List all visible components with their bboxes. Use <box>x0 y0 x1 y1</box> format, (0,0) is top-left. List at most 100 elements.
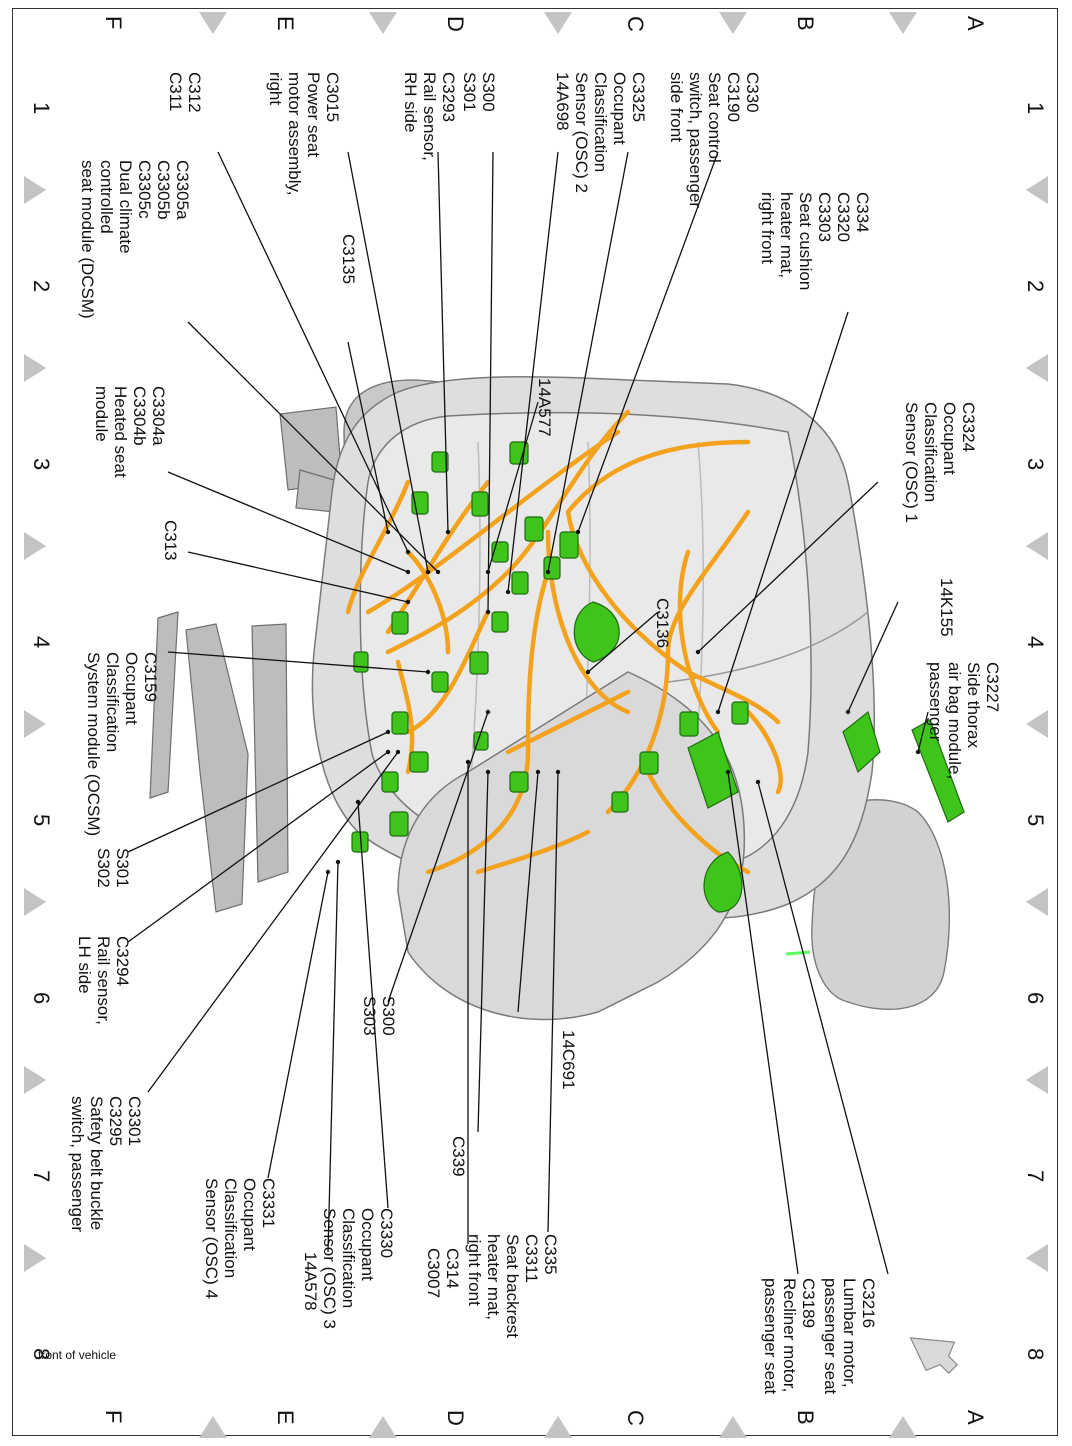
leader-arrowhead <box>445 529 451 535</box>
grid-column-label: 3 <box>29 458 54 471</box>
grid-row-label: B <box>793 1410 818 1425</box>
leader-line <box>577 151 719 533</box>
leader-line <box>167 651 429 673</box>
callout-line: Sensor (OSC) 4 <box>202 1178 221 1299</box>
callout-line: Occupant <box>610 72 629 145</box>
connector <box>524 516 544 542</box>
grid-column-label: 5 <box>29 814 54 827</box>
leader-line <box>487 401 539 573</box>
callout-line: S303 <box>360 996 379 1036</box>
border-tick <box>1026 1244 1048 1272</box>
callout-line: S301 <box>113 848 132 888</box>
callout-line: C334 <box>853 192 872 233</box>
grid-column-label: 4 <box>29 636 54 649</box>
callout-line: Occupant <box>358 1208 377 1281</box>
callout-line: Classification <box>591 72 610 173</box>
callout-line: right front <box>465 1234 484 1306</box>
leader-arrowhead <box>385 749 391 755</box>
wire <box>565 509 781 725</box>
leader-arrowhead <box>485 769 491 775</box>
callout-line: passenger <box>926 662 945 742</box>
border-tick <box>544 1416 572 1438</box>
callout-line: Classification <box>339 1208 358 1309</box>
wire <box>425 569 551 875</box>
callout-line: C3330 <box>377 1208 396 1259</box>
border-tick <box>1026 354 1048 382</box>
leader-line <box>487 151 494 613</box>
leader-line <box>757 781 889 1275</box>
callout-line: passenger seat <box>761 1278 780 1395</box>
callout-line: C312 <box>185 72 204 113</box>
callout-line: Rail sensor, <box>420 72 439 161</box>
grid-row-label: D <box>443 1410 468 1426</box>
callout-line: Lumbar motor, <box>840 1278 859 1388</box>
leader-line <box>387 711 489 1003</box>
callout-line: C3303 <box>815 192 834 243</box>
callout-line: C3301 <box>125 1096 144 1147</box>
callout-line: Occupant <box>940 402 959 475</box>
callout-line: Sensor (OSC) 2 <box>572 72 591 193</box>
callout-line: C314 <box>443 1248 462 1289</box>
connector <box>431 671 449 693</box>
recliner-motor <box>687 731 739 809</box>
leader-line <box>547 771 559 1233</box>
callout-line: C3331 <box>259 1178 278 1229</box>
callout-line: motor assembly, <box>285 72 304 196</box>
connector <box>381 771 399 793</box>
callout-line: Rail sensor, <box>94 936 113 1025</box>
grid-row-label: A <box>963 1410 988 1425</box>
callout-line: 14A577 <box>535 378 554 437</box>
grid-column-label: 4 <box>1023 636 1048 649</box>
leader-arrowhead <box>915 749 921 755</box>
leader-arrowhead <box>425 569 431 575</box>
grid-column-label: 5 <box>1023 814 1048 827</box>
connector <box>543 556 561 580</box>
callout-line: S301 <box>460 72 479 112</box>
leader-line <box>587 611 659 673</box>
grid-column-label: 3 <box>1023 458 1048 471</box>
leader-line <box>147 751 399 1093</box>
callout-line: C3324 <box>959 402 978 453</box>
grid-row-label: C <box>623 16 648 32</box>
callout-line: C3295 <box>106 1096 125 1147</box>
connector <box>491 611 509 633</box>
leader-line <box>437 151 449 533</box>
leader-arrowhead <box>695 649 701 655</box>
border-tick <box>1026 888 1048 916</box>
grid-row-label: F <box>101 16 126 30</box>
callout-line: C3007 <box>424 1248 443 1299</box>
callout-line: C3015 <box>323 72 342 123</box>
callout-line: S300 <box>379 996 398 1036</box>
callout-line: S300 <box>479 72 498 112</box>
grid-row-label: D <box>443 16 468 32</box>
seat-harness-illustration <box>24 12 1048 1438</box>
leader-line <box>187 551 409 603</box>
callout-line: seat module (DCSM) <box>78 160 97 319</box>
leader-line <box>847 601 899 713</box>
border-tick <box>24 888 46 916</box>
leader-line <box>167 471 409 573</box>
leader-arrowhead <box>715 709 721 715</box>
border-tick <box>1026 532 1048 560</box>
wire <box>365 429 621 615</box>
callout-line: C3189 <box>799 1278 818 1329</box>
callout-line: Safety belt buckle <box>87 1096 106 1231</box>
grid-column-label: 1 <box>1023 102 1048 115</box>
leader-line <box>507 151 559 593</box>
border-tick <box>544 12 572 34</box>
callout-14a698: 14A698 <box>553 72 572 131</box>
callout-14c691: 14C691 <box>559 1030 578 1090</box>
leader-line <box>727 771 799 1275</box>
